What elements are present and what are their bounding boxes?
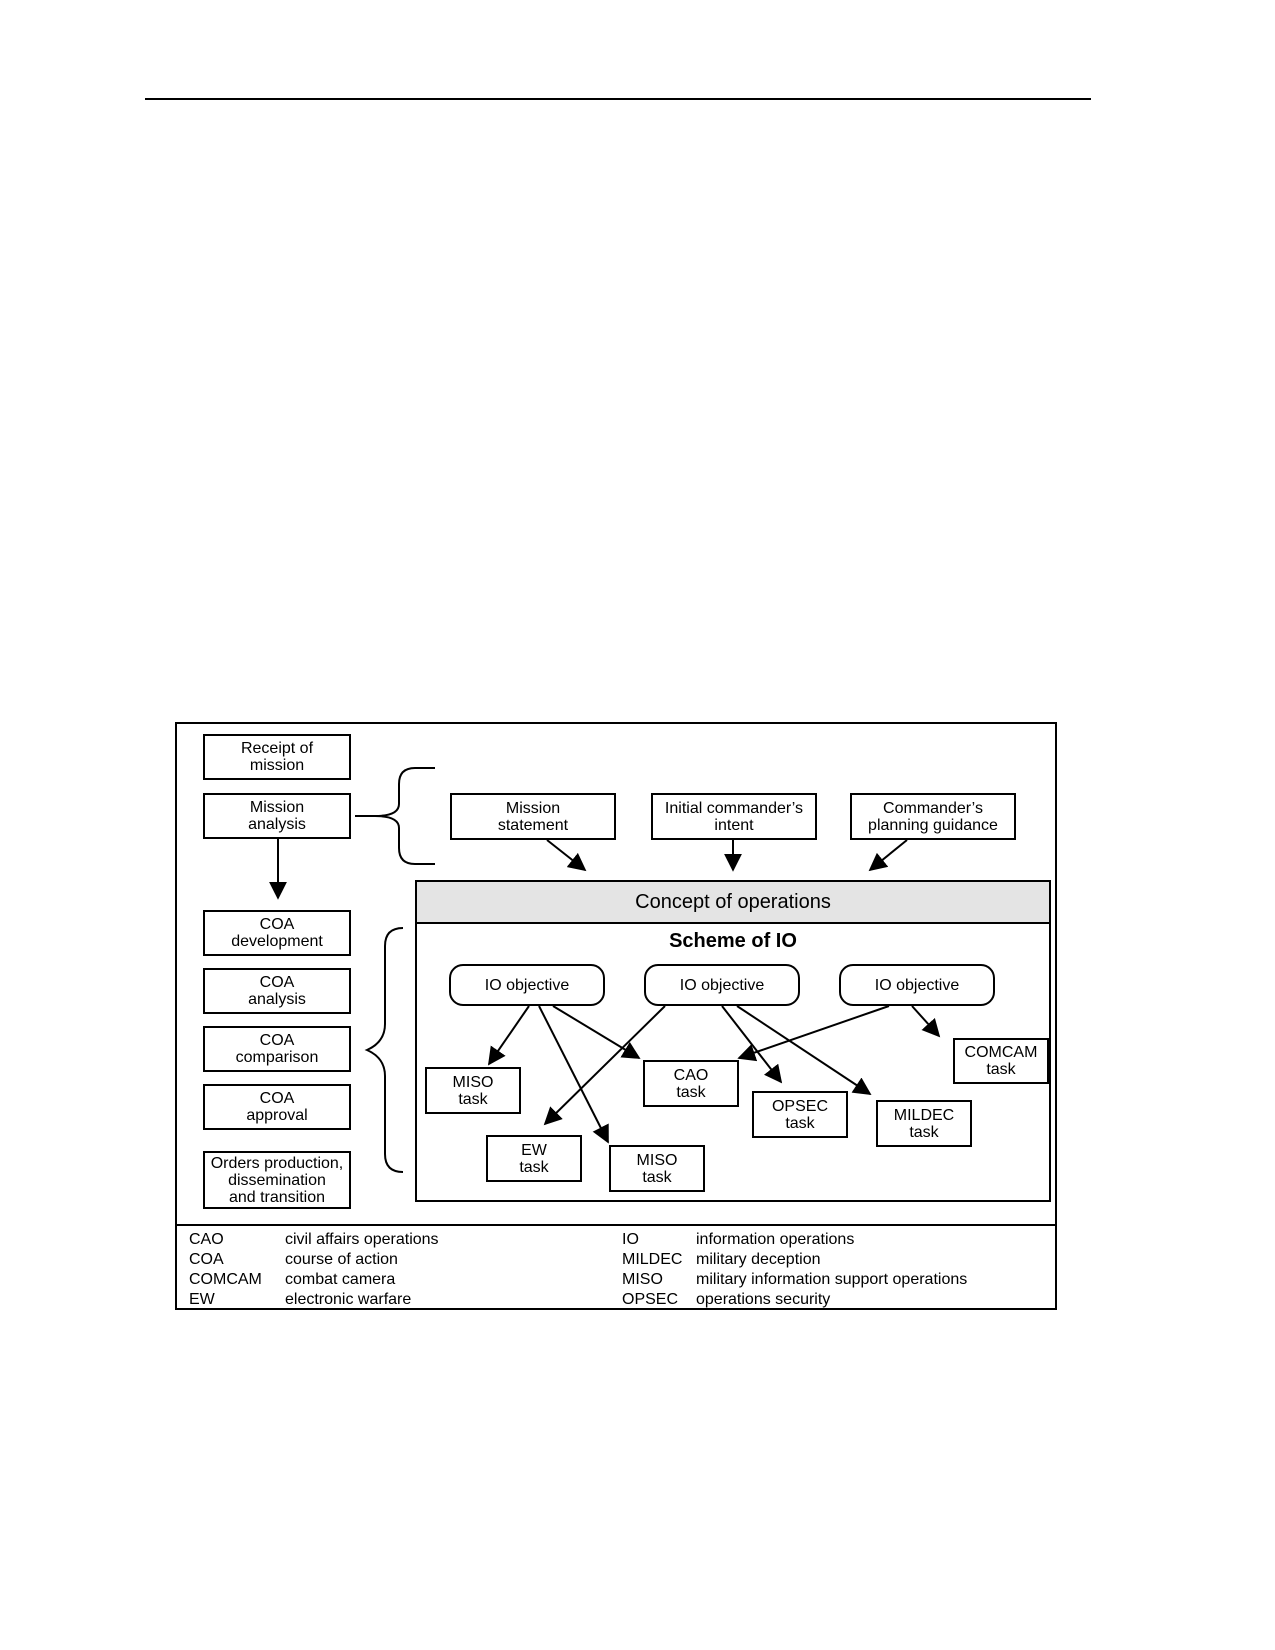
legend-meaning: combat camera	[285, 1271, 396, 1288]
scheme-of-io-title: Scheme of IO	[669, 930, 797, 952]
legend-abbr: COMCAM	[189, 1271, 262, 1288]
comcam-task-box: COMCAM task	[953, 1038, 1049, 1084]
legend-abbr: OPSEC	[622, 1291, 679, 1308]
io-objective-2: IO objective	[644, 964, 800, 1006]
legend-row: COMCAM combat camera	[189, 1270, 439, 1290]
legend-abbr: MISO	[622, 1271, 663, 1288]
obj2-to-opsec-arrow	[721, 1005, 783, 1084]
connector-lines	[269, 767, 941, 1173]
mildec-task-box: MILDEC task	[876, 1100, 972, 1147]
legend-abbr: IO	[622, 1231, 639, 1248]
obj3-to-cao-arrow	[737, 1005, 890, 1062]
legend-divider	[177, 1224, 1055, 1226]
concept-of-operations-header: Concept of operations	[417, 882, 1049, 924]
legend-abbr: COA	[189, 1251, 224, 1268]
legend-abbr: CAO	[189, 1231, 224, 1248]
miso-task-box: MISO task	[425, 1067, 521, 1114]
legend-meaning: electronic warfare	[285, 1291, 412, 1308]
legend-meaning: operations security	[696, 1291, 831, 1308]
miso-task-box-2: MISO task	[609, 1145, 705, 1192]
concept-of-operations-panel: Concept of operations Scheme of IO	[415, 880, 1051, 1202]
coa-comparison-box: COA comparison	[203, 1026, 351, 1072]
legend-row: MISO military information support operati…	[622, 1270, 967, 1290]
coa-analysis-box: COA analysis	[203, 968, 351, 1014]
legend-meaning: military deception	[696, 1251, 821, 1268]
legend-meaning: civil affairs operations	[285, 1231, 439, 1248]
guidance-arrow	[868, 839, 908, 872]
io-objective-3: IO objective	[839, 964, 995, 1006]
initial-commanders-intent-box: Initial commander’s intent	[651, 793, 817, 840]
opsec-task-box: OPSEC task	[752, 1091, 848, 1138]
legend-row: COA course of action	[189, 1250, 439, 1270]
mission-analysis-box: Mission analysis	[203, 793, 351, 839]
legend-meaning: military information support operations	[696, 1271, 968, 1288]
ew-task-box: EW task	[486, 1135, 582, 1182]
legend-meaning: information operations	[696, 1231, 855, 1248]
obj1-to-miso-arrow	[487, 1005, 530, 1066]
commanders-planning-guidance-box: Commander’s planning guidance	[850, 793, 1016, 840]
legend-row: EW electronic warfare	[189, 1290, 439, 1310]
legend-left-column: CAO civil affairs operations COA course of…	[189, 1230, 439, 1310]
legend-meaning: course of action	[285, 1251, 398, 1268]
io-objective-1: IO objective	[449, 964, 605, 1006]
legend-right-column: IO information operations MILDEC military …	[622, 1230, 967, 1310]
legend-abbr: EW	[189, 1291, 215, 1308]
legend-row: MILDEC military deception	[622, 1250, 967, 1270]
legend-row: OPSEC operations security	[622, 1290, 967, 1310]
obj2-to-mildec-arrow	[736, 1005, 872, 1095]
upper-brace	[374, 767, 435, 865]
cao-task-box: CAO task	[643, 1060, 739, 1107]
statement-arrow	[546, 839, 587, 872]
orders-production-box: Orders production, dissemination and tra…	[203, 1151, 351, 1209]
legend-row: CAO civil affairs operations	[189, 1230, 439, 1250]
receipt-of-mission-box: Receipt of mission	[203, 734, 351, 780]
obj3-to-comcam-arrow	[911, 1005, 941, 1038]
legend-abbr: MILDEC	[622, 1251, 683, 1268]
legend-row: IO information operations	[622, 1230, 967, 1250]
obj2-to-ew-arrow	[543, 1005, 666, 1126]
obj1-to-miso2-arrow	[538, 1005, 609, 1144]
coa-development-box: COA development	[203, 910, 351, 956]
lower-brace	[364, 927, 404, 1173]
page-header-rule	[145, 98, 1091, 100]
coa-approval-box: COA approval	[203, 1084, 351, 1130]
figure-frame: Receipt of mission Mission analysis COA …	[175, 722, 1057, 1310]
mission-statement-box: Mission statement	[450, 793, 616, 840]
obj1-to-cao-arrow	[552, 1005, 641, 1059]
